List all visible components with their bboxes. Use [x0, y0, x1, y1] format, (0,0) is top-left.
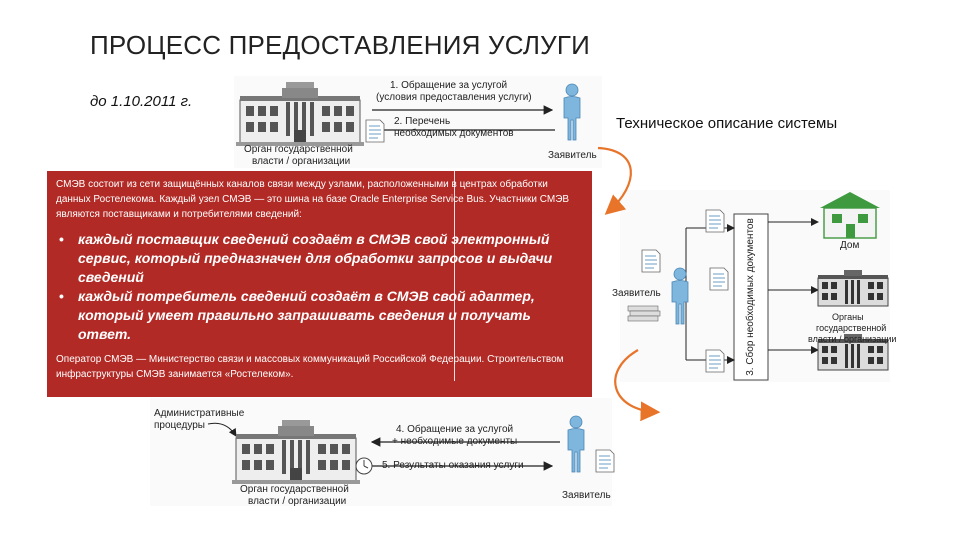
- right-doc-icon-1: [705, 209, 725, 233]
- top-step1-label: 1. Обращение за услугой: [390, 80, 508, 91]
- bottom-admin-label: Административные: [154, 408, 245, 419]
- right-organs-label: Органы: [832, 312, 864, 322]
- smev-bullet-provider-text: каждый поставщик сведений создаёт в СМЭВ…: [78, 231, 553, 285]
- top-document-icon: [365, 119, 385, 143]
- top-step2-sub: необходимых документов: [394, 128, 514, 139]
- smev-bullet-consumer-text: каждый потребитель сведений создаёт в СМ…: [78, 288, 535, 342]
- bottom-diagram-panel: [150, 398, 612, 506]
- right-doc-icon-3: [705, 349, 725, 373]
- page-title: ПРОЦЕСС ПРЕДОСТАВЛЕНИЯ УСЛУГИ: [90, 30, 591, 60]
- bottom-org-sub: власти / организации: [248, 496, 347, 507]
- bullet-mark: •: [59, 231, 64, 247]
- curved-arrow-icon-2: [614, 349, 661, 422]
- right-organs-sub1: государственной: [816, 323, 887, 333]
- right-home-label: Дом: [840, 240, 860, 251]
- top-applicant-label: Заявитель: [548, 150, 597, 161]
- right-organs-sub2: власти / организации: [808, 334, 897, 344]
- smev-bullet-list: • каждый поставщик сведений создаёт в СМЭ…: [56, 230, 582, 344]
- top-step2-label: 2. Перечень: [394, 116, 451, 127]
- top-org-sub: власти / организации: [252, 156, 351, 167]
- curved-arrow-icon-1: [597, 146, 632, 215]
- right-vertical-label: 3. Сбор необходимых документов: [745, 218, 756, 376]
- top-step1-sub: (условия предоставления услуги): [376, 92, 532, 103]
- smev-bullet-provider: • каждый поставщик сведений создаёт в СМЭ…: [56, 230, 582, 287]
- clock-icon: [355, 457, 373, 475]
- right-stack-icon: [627, 305, 661, 322]
- smev-info-box: СМЭВ состоит из сети защищённых каналов …: [47, 171, 592, 397]
- bottom-step4-label: 4. Обращение за услугой: [396, 424, 514, 435]
- smev-bullet-consumer: • каждый потребитель сведений создаёт в С…: [56, 287, 582, 344]
- bottom-applicant-label: Заявитель: [562, 490, 611, 501]
- right-doc-icon-4: [641, 249, 661, 273]
- date-subtitle: до 1.10.2011 г.: [90, 93, 193, 110]
- bottom-step5-label: 5. Результаты оказания услуги: [382, 460, 524, 471]
- divider-line: [454, 171, 455, 381]
- right-doc-icon-2: [709, 267, 729, 291]
- smev-outro-text: Оператор СМЭВ — Министерство связи и мас…: [56, 354, 564, 380]
- bottom-org-label: Орган государственной: [240, 484, 349, 495]
- tech-description-label: Техническое описание системы: [616, 115, 838, 132]
- house-icon: [820, 192, 880, 239]
- bottom-step4-sub: + необходимые документы: [392, 436, 518, 447]
- top-org-label: Орган государственной: [244, 144, 353, 155]
- right-building-icon-1: [817, 269, 889, 307]
- right-applicant-label: Заявитель: [612, 288, 661, 299]
- smev-intro-text: СМЭВ состоит из сети защищённых каналов …: [56, 179, 570, 220]
- bottom-admin-sub: процедуры: [154, 420, 205, 431]
- bottom-document-icon: [595, 449, 615, 473]
- bullet-mark: •: [59, 288, 64, 304]
